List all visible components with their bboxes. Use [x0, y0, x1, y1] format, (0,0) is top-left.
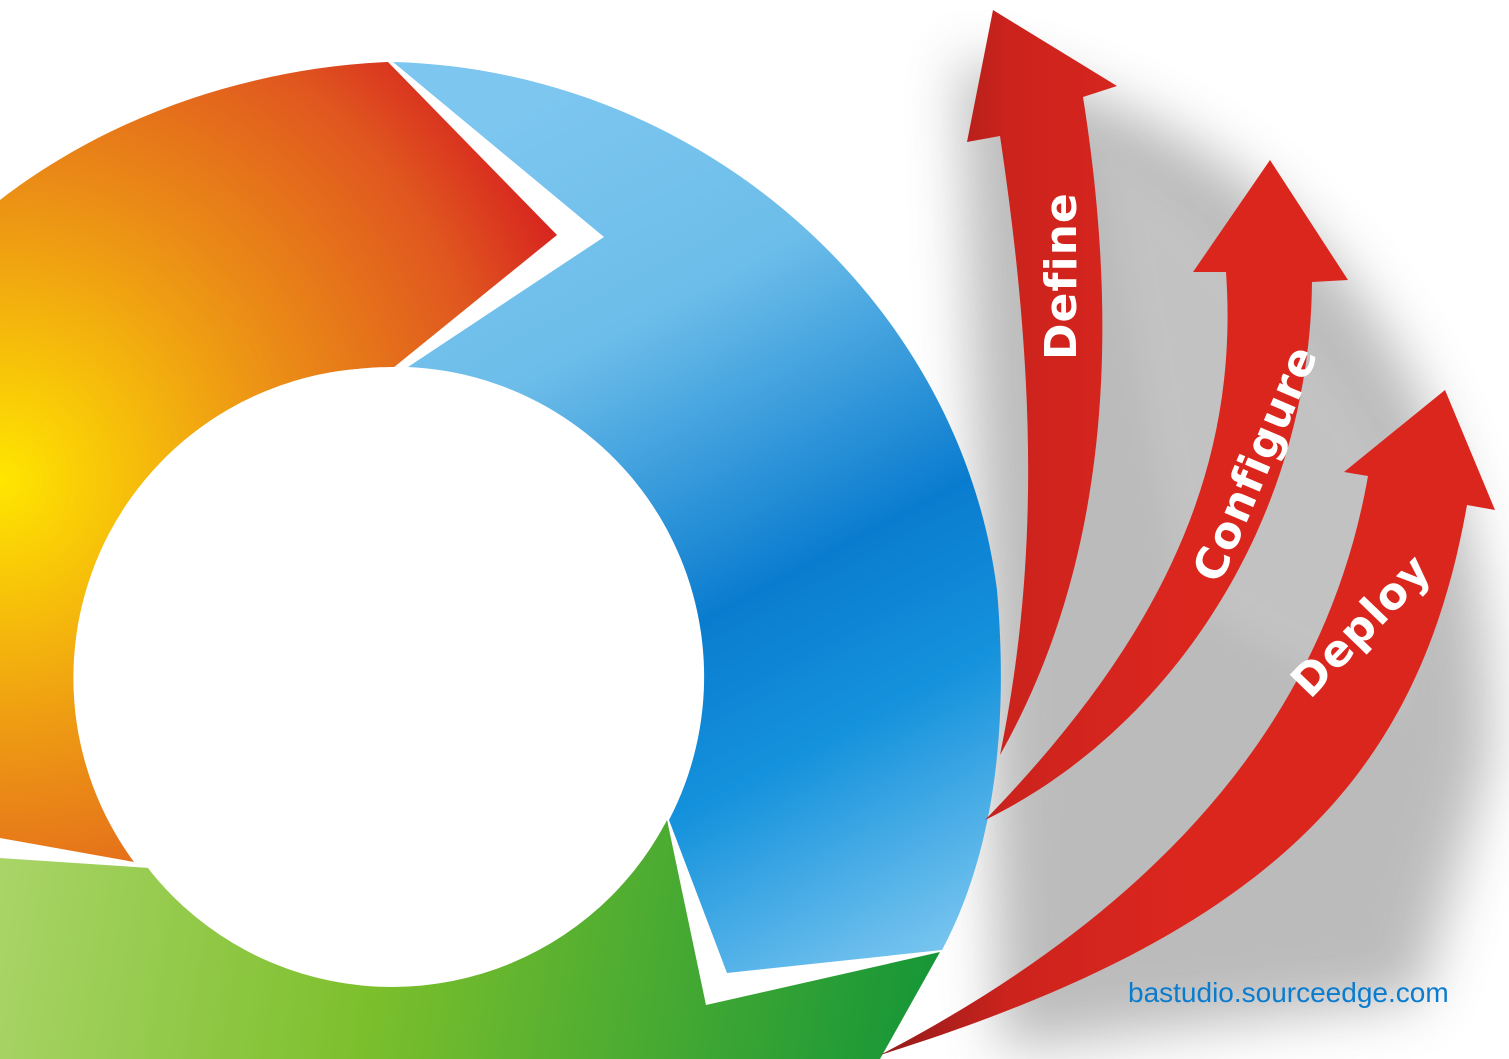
- arrow-label-define: Define: [1036, 192, 1087, 360]
- arrow-deploy: [880, 390, 1495, 1055]
- cycle-segment-blue: [393, 62, 1001, 973]
- watermark-url: bastudio.sourceedge.com: [1128, 977, 1449, 1008]
- cycle-inner-circle: [82, 367, 702, 987]
- cycle-segment-orange: [0, 62, 557, 862]
- arrow-define: [967, 10, 1117, 755]
- arrow-configure: [985, 160, 1348, 820]
- cycle-segment-green: [0, 815, 940, 1059]
